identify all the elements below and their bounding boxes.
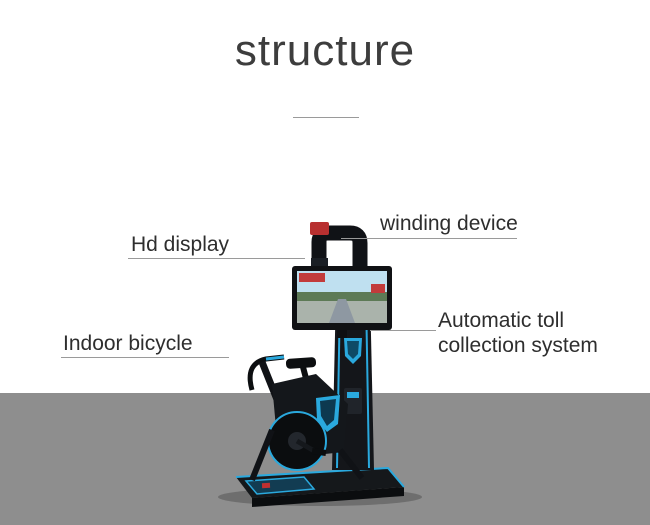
automatic-toll-leader-line	[370, 330, 436, 331]
winding-device-leader-line	[341, 238, 517, 239]
label-hd-display: Hd display	[131, 233, 230, 256]
label-winding-device: winding device	[380, 212, 518, 235]
label-indoor-bicycle: Indoor bicycle	[63, 332, 193, 355]
hd-display-leader-line	[128, 258, 305, 259]
label-automatic-toll: Automatic toll collection system	[438, 309, 598, 358]
hd-monitor	[292, 266, 392, 338]
indoor-bicycle-body	[247, 354, 365, 482]
title-divider	[293, 117, 359, 118]
indoor-bicycle-leader-line	[61, 357, 229, 358]
page-title: structure	[234, 26, 416, 75]
